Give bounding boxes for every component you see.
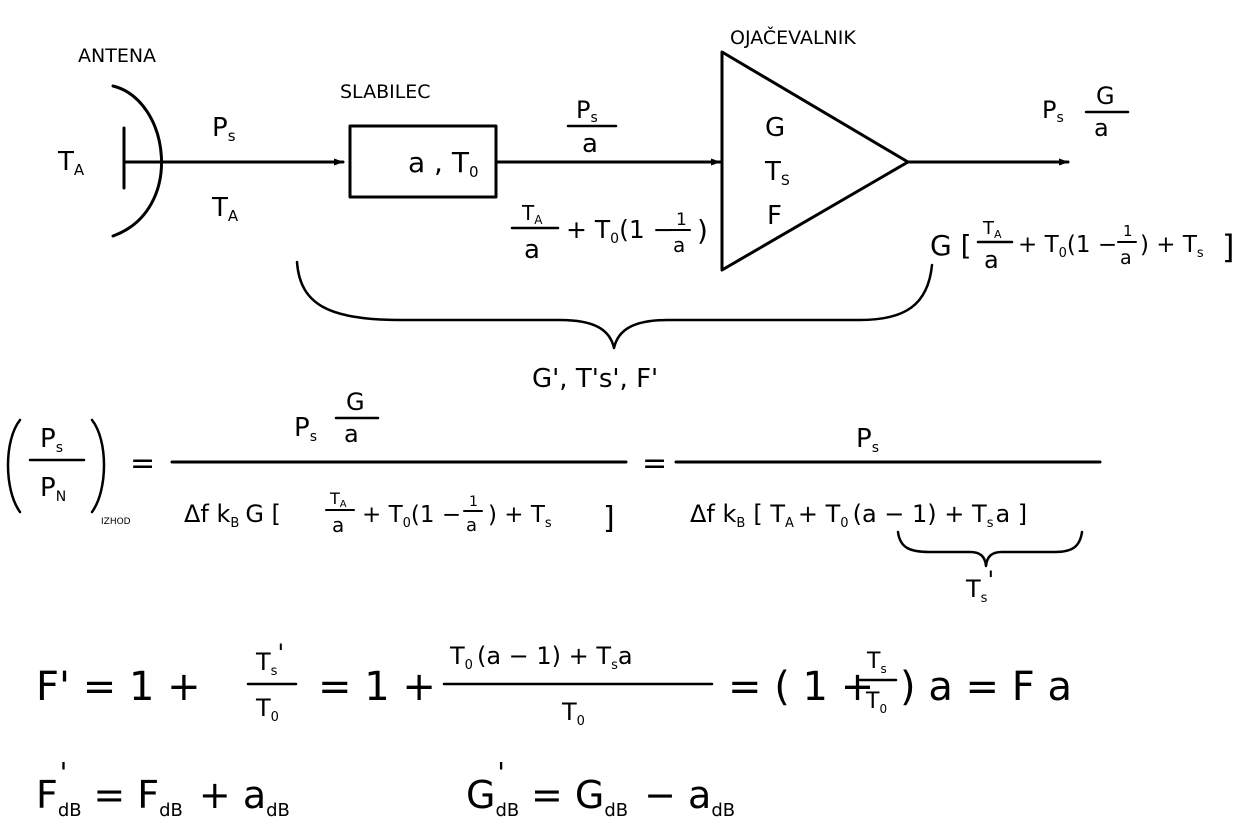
eq2-brace-label: Ts' bbox=[965, 566, 994, 606]
amplifier-param-ts: TS bbox=[764, 157, 790, 189]
eq2-den: Δf kB[ TA+ T0(a − 1) + Tsa ] bbox=[690, 500, 1027, 531]
gdb-equation: GdB'= GdB− adB bbox=[466, 756, 735, 821]
f-frac3-den: T0 bbox=[865, 689, 887, 716]
snr-lhs-sub: IZHOD bbox=[101, 517, 131, 527]
f-eq3: = ( 1 + bbox=[728, 664, 874, 710]
snr-equals-2: = bbox=[642, 446, 667, 481]
snr-lhs-den: PN bbox=[40, 473, 66, 505]
amplifier-param-f: F bbox=[767, 201, 782, 231]
out-signal-frac-num: G bbox=[1096, 82, 1115, 110]
mid-noise-close: ) bbox=[697, 214, 708, 247]
f-frac2-den: T0 bbox=[561, 698, 585, 729]
ta-label: TA bbox=[211, 193, 239, 225]
out-signal: Ps G a bbox=[1042, 82, 1130, 142]
f-frac1-num: Ts' bbox=[255, 639, 284, 679]
eq1-den-small-den: a bbox=[466, 515, 477, 536]
snr-lhs-open-paren bbox=[6, 418, 22, 514]
f-frac2-num: T0(a − 1) + Tsa bbox=[449, 642, 633, 673]
mid-noise-frac-den: a bbox=[673, 233, 685, 257]
out-signal-frac-den: a bbox=[1094, 114, 1109, 142]
brace-label: G', T's', F' bbox=[532, 364, 658, 394]
eq2-underbrace bbox=[896, 530, 1084, 568]
out-noise-mid: + T0(1 − bbox=[1018, 232, 1117, 261]
out-noise-frac-den: a bbox=[1120, 247, 1132, 269]
block-diagram: ANTENA TA Ps TA SLABILEC a , T0 Ps a TA … bbox=[57, 25, 1234, 394]
mid-noise-den: a bbox=[524, 235, 540, 265]
out-noise: G [ TA a + T0(1 − 1 a ) + Ts ] bbox=[930, 218, 1234, 274]
mid-signal-num: Ps bbox=[576, 96, 598, 126]
out-noise-frac-num: 1 bbox=[1123, 222, 1133, 240]
eq1-den-frac-num: TA bbox=[329, 489, 347, 510]
antenna-label: ANTENA bbox=[78, 45, 156, 67]
attenuator-label: SLABILEC bbox=[340, 81, 431, 103]
out-noise-den: a bbox=[984, 246, 999, 274]
mid-noise: TA a + T0(1 − 1 a ) bbox=[510, 201, 708, 265]
attenuator-params: a , T0 bbox=[408, 146, 479, 181]
eq2-num: Ps bbox=[856, 424, 879, 456]
out-noise-end: ) + Ts bbox=[1140, 232, 1204, 261]
eq1-den-small-num: 1 bbox=[469, 494, 478, 510]
mid-noise-num: TA bbox=[521, 201, 543, 227]
eq1-den-rest: + T0(1 − bbox=[362, 502, 461, 531]
amplifier-param-g: G bbox=[765, 113, 785, 143]
out-noise-pre: G [ bbox=[930, 229, 972, 262]
fdb-equation: FdB'= FdB+ adB bbox=[36, 756, 290, 821]
f-frac1-den: T0 bbox=[255, 694, 279, 725]
eq1-den-frac-den: a bbox=[332, 513, 344, 537]
amplifier-label: OJAČEVALNIK bbox=[730, 25, 856, 49]
mid-noise-rest: + T0(1 − bbox=[566, 215, 674, 247]
eq1-den-end: ) + Ts bbox=[488, 502, 552, 531]
ps-label: Ps bbox=[212, 113, 236, 145]
system-brace bbox=[295, 260, 934, 350]
out-signal-ps: Ps bbox=[1042, 96, 1064, 126]
f-lhs: F' = 1 + bbox=[36, 664, 201, 710]
amplifier-triangle bbox=[720, 50, 910, 272]
eq1-num-frac-num: G bbox=[346, 388, 365, 416]
eq1-num-ps: Ps bbox=[294, 413, 317, 445]
eq1-num-frac-den: a bbox=[344, 420, 359, 448]
antenna-dish bbox=[111, 84, 163, 238]
snr-equals-1: = bbox=[130, 446, 155, 481]
snr-lhs-close-paren bbox=[90, 418, 106, 514]
f-frac3-num: Ts bbox=[866, 649, 887, 676]
f-mid: = 1 + bbox=[318, 664, 436, 710]
mid-signal-den: a bbox=[582, 129, 598, 159]
snr-lhs-num: Ps bbox=[40, 424, 63, 456]
noise-figure-equation: F' = 1 + Ts' T0 = 1 + T0(a − 1) + Tsa T0… bbox=[36, 639, 1072, 729]
mid-noise-frac-num: 1 bbox=[676, 210, 687, 230]
antenna-temp-label: TA bbox=[57, 147, 85, 179]
mid-signal: Ps a bbox=[566, 96, 618, 159]
eq1-den-close: ] bbox=[603, 501, 615, 536]
out-noise-num: TA bbox=[982, 218, 1002, 241]
f-end: ) a = F a bbox=[900, 664, 1072, 710]
out-noise-close: ] bbox=[1222, 228, 1234, 266]
db-equations: FdB'= FdB+ adB GdB'= GdB− adB bbox=[36, 756, 735, 821]
